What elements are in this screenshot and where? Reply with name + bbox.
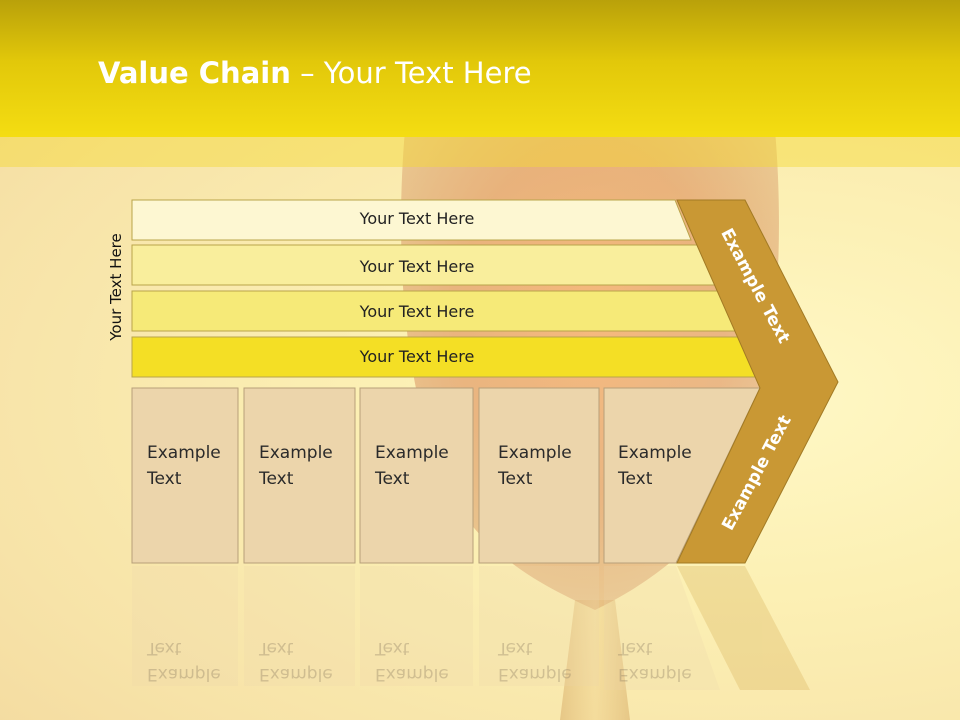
row-label-1: Your Text Here [359, 209, 475, 228]
slide-title: Value Chain – Your Text Here [98, 56, 532, 90]
column-box-3[interactable] [359, 387, 474, 564]
row-bar-1[interactable] [131, 199, 692, 241]
column-box-2[interactable] [243, 387, 356, 564]
column-box-5[interactable] [603, 387, 761, 564]
row-label-4: Your Text Here [359, 347, 475, 366]
title-rest: – Your Text Here [290, 56, 532, 90]
column-box-1[interactable] [131, 387, 239, 564]
chevron-arrow[interactable] [676, 199, 839, 564]
title-bar-band [0, 137, 960, 167]
row-label-2: Your Text Here [359, 257, 475, 276]
row-label-3: Your Text Here [359, 302, 475, 321]
title-bar [0, 0, 960, 137]
title-bold: Value Chain [98, 56, 291, 90]
diagram-reflection [132, 566, 810, 690]
column-box-4[interactable] [478, 387, 600, 564]
